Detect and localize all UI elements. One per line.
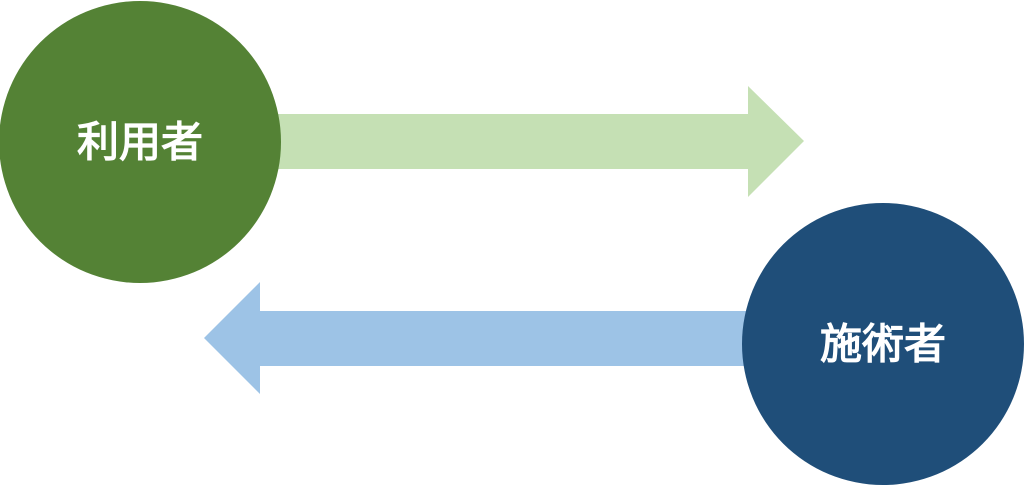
- user-node-circle: [0, 1, 281, 283]
- practitioner-node-label: 施術者: [820, 320, 946, 369]
- practitioner-node-circle: [742, 203, 1024, 485]
- user-node: 利用者: [0, 1, 281, 283]
- arrow-practitioner-to-user: [204, 282, 780, 394]
- practitioner-node: 施術者: [742, 203, 1024, 485]
- user-node-label: 利用者: [77, 118, 203, 167]
- arrow-user-to-practitioner: [270, 86, 804, 197]
